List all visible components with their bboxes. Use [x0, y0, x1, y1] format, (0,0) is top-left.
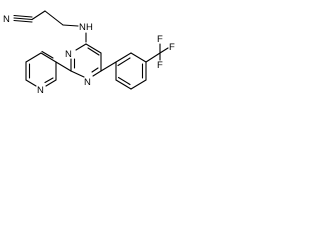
triple-bond-c — [13, 19, 33, 23]
pyrimidine-pyridine-bond — [55, 61, 72, 72]
cf-right-bond — [159, 47, 169, 54]
triple-bond-a — [13, 14, 33, 18]
pyr-bond-c6-n1 — [92, 70, 102, 77]
nitrile-chain — [13, 10, 79, 27]
ph-bond-5 — [115, 79, 132, 90]
trifluoromethyl-group — [145, 43, 169, 63]
phenyl-ring — [115, 52, 147, 90]
pyridine-ring — [25, 50, 57, 87]
pyr-bond-c4-c5-inner — [87, 47, 100, 56]
pyr-bond-n1-c2 — [70, 70, 85, 78]
py-bond-5-inner — [44, 77, 54, 84]
nitrile-n-label: N — [3, 14, 10, 25]
fluorine-bottom-label: F — [157, 60, 163, 71]
cf3-bond — [145, 52, 161, 63]
ph-bond-1 — [115, 52, 132, 63]
pyrimidine-n1-label: N — [84, 77, 91, 88]
ph-bond-5-inner — [117, 76, 131, 86]
ph-bond-4 — [130, 79, 147, 90]
pyr-bond-c6-n1-inner — [91, 67, 99, 73]
chain-bond-2 — [44, 10, 64, 26]
ph-bond-1-inner — [117, 57, 131, 67]
py-bond-1 — [40, 52, 57, 63]
fluorine-top-label: F — [157, 34, 163, 45]
amine-h-label: H — [86, 22, 93, 33]
pyrimidine-phenyl-bond — [100, 61, 117, 72]
pyr-bond-n3-c4 — [75, 43, 87, 51]
pyr-bond-c4-c5 — [85, 43, 102, 54]
chain-bond-3 — [62, 24, 79, 27]
py-bond-4 — [25, 79, 37, 87]
py-bond-5 — [45, 79, 57, 87]
chemical-structure: N N H N N N — [3, 10, 175, 96]
ph-bond-2 — [130, 52, 147, 63]
triple-bond-b — [13, 17, 33, 21]
py-bond-2 — [25, 52, 42, 63]
pyridine-n-label: N — [37, 85, 44, 96]
py-bond-1-inner — [41, 50, 54, 59]
pyrimidine-n3-label: N — [65, 49, 72, 60]
fluorine-right-label: F — [169, 42, 175, 53]
pyrimidine-ring — [70, 43, 102, 78]
chain-bond-1 — [31, 10, 46, 21]
amine-n-label: N — [79, 22, 86, 33]
